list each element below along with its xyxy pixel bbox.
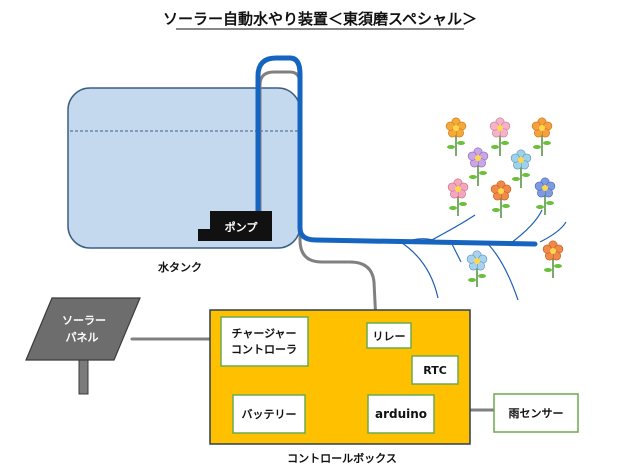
pump-outlet — [198, 229, 212, 241]
battery — [232, 394, 306, 434]
solar-panel-stand — [78, 359, 89, 395]
rain-sensor-label: 雨センサー — [509, 407, 564, 420]
charge-controller-label-line2: コントローラ — [231, 343, 297, 356]
water-tank-label: 水タンク — [158, 260, 202, 274]
rtc-module — [411, 355, 459, 385]
water-hose — [255, 55, 538, 247]
arduino-board — [367, 394, 435, 434]
rtc-label: RTC — [423, 364, 447, 377]
hose-branches — [401, 209, 567, 301]
solar-panel-label-line2: パネル — [66, 331, 99, 344]
diagram-title: ソーラー自動水やり装置＜東須磨スペシャル＞ — [163, 10, 477, 28]
charge-controller-label-line1: チャージャー — [231, 327, 296, 340]
flower-bed — [445, 117, 564, 287]
rain-sensor — [493, 393, 579, 433]
control-box-label: コントロールボックス — [287, 451, 397, 465]
solar-panel — [25, 297, 141, 361]
charge-controller — [220, 316, 309, 367]
arduino-label: arduino — [375, 407, 427, 421]
relay — [366, 322, 412, 349]
battery-label: バッテリー — [242, 408, 297, 421]
pump — [210, 211, 272, 241]
pump-label: ポンプ — [225, 220, 259, 234]
relay-label: リレー — [373, 330, 406, 343]
solar-panel-label-line1: ソーラー — [62, 314, 106, 327]
